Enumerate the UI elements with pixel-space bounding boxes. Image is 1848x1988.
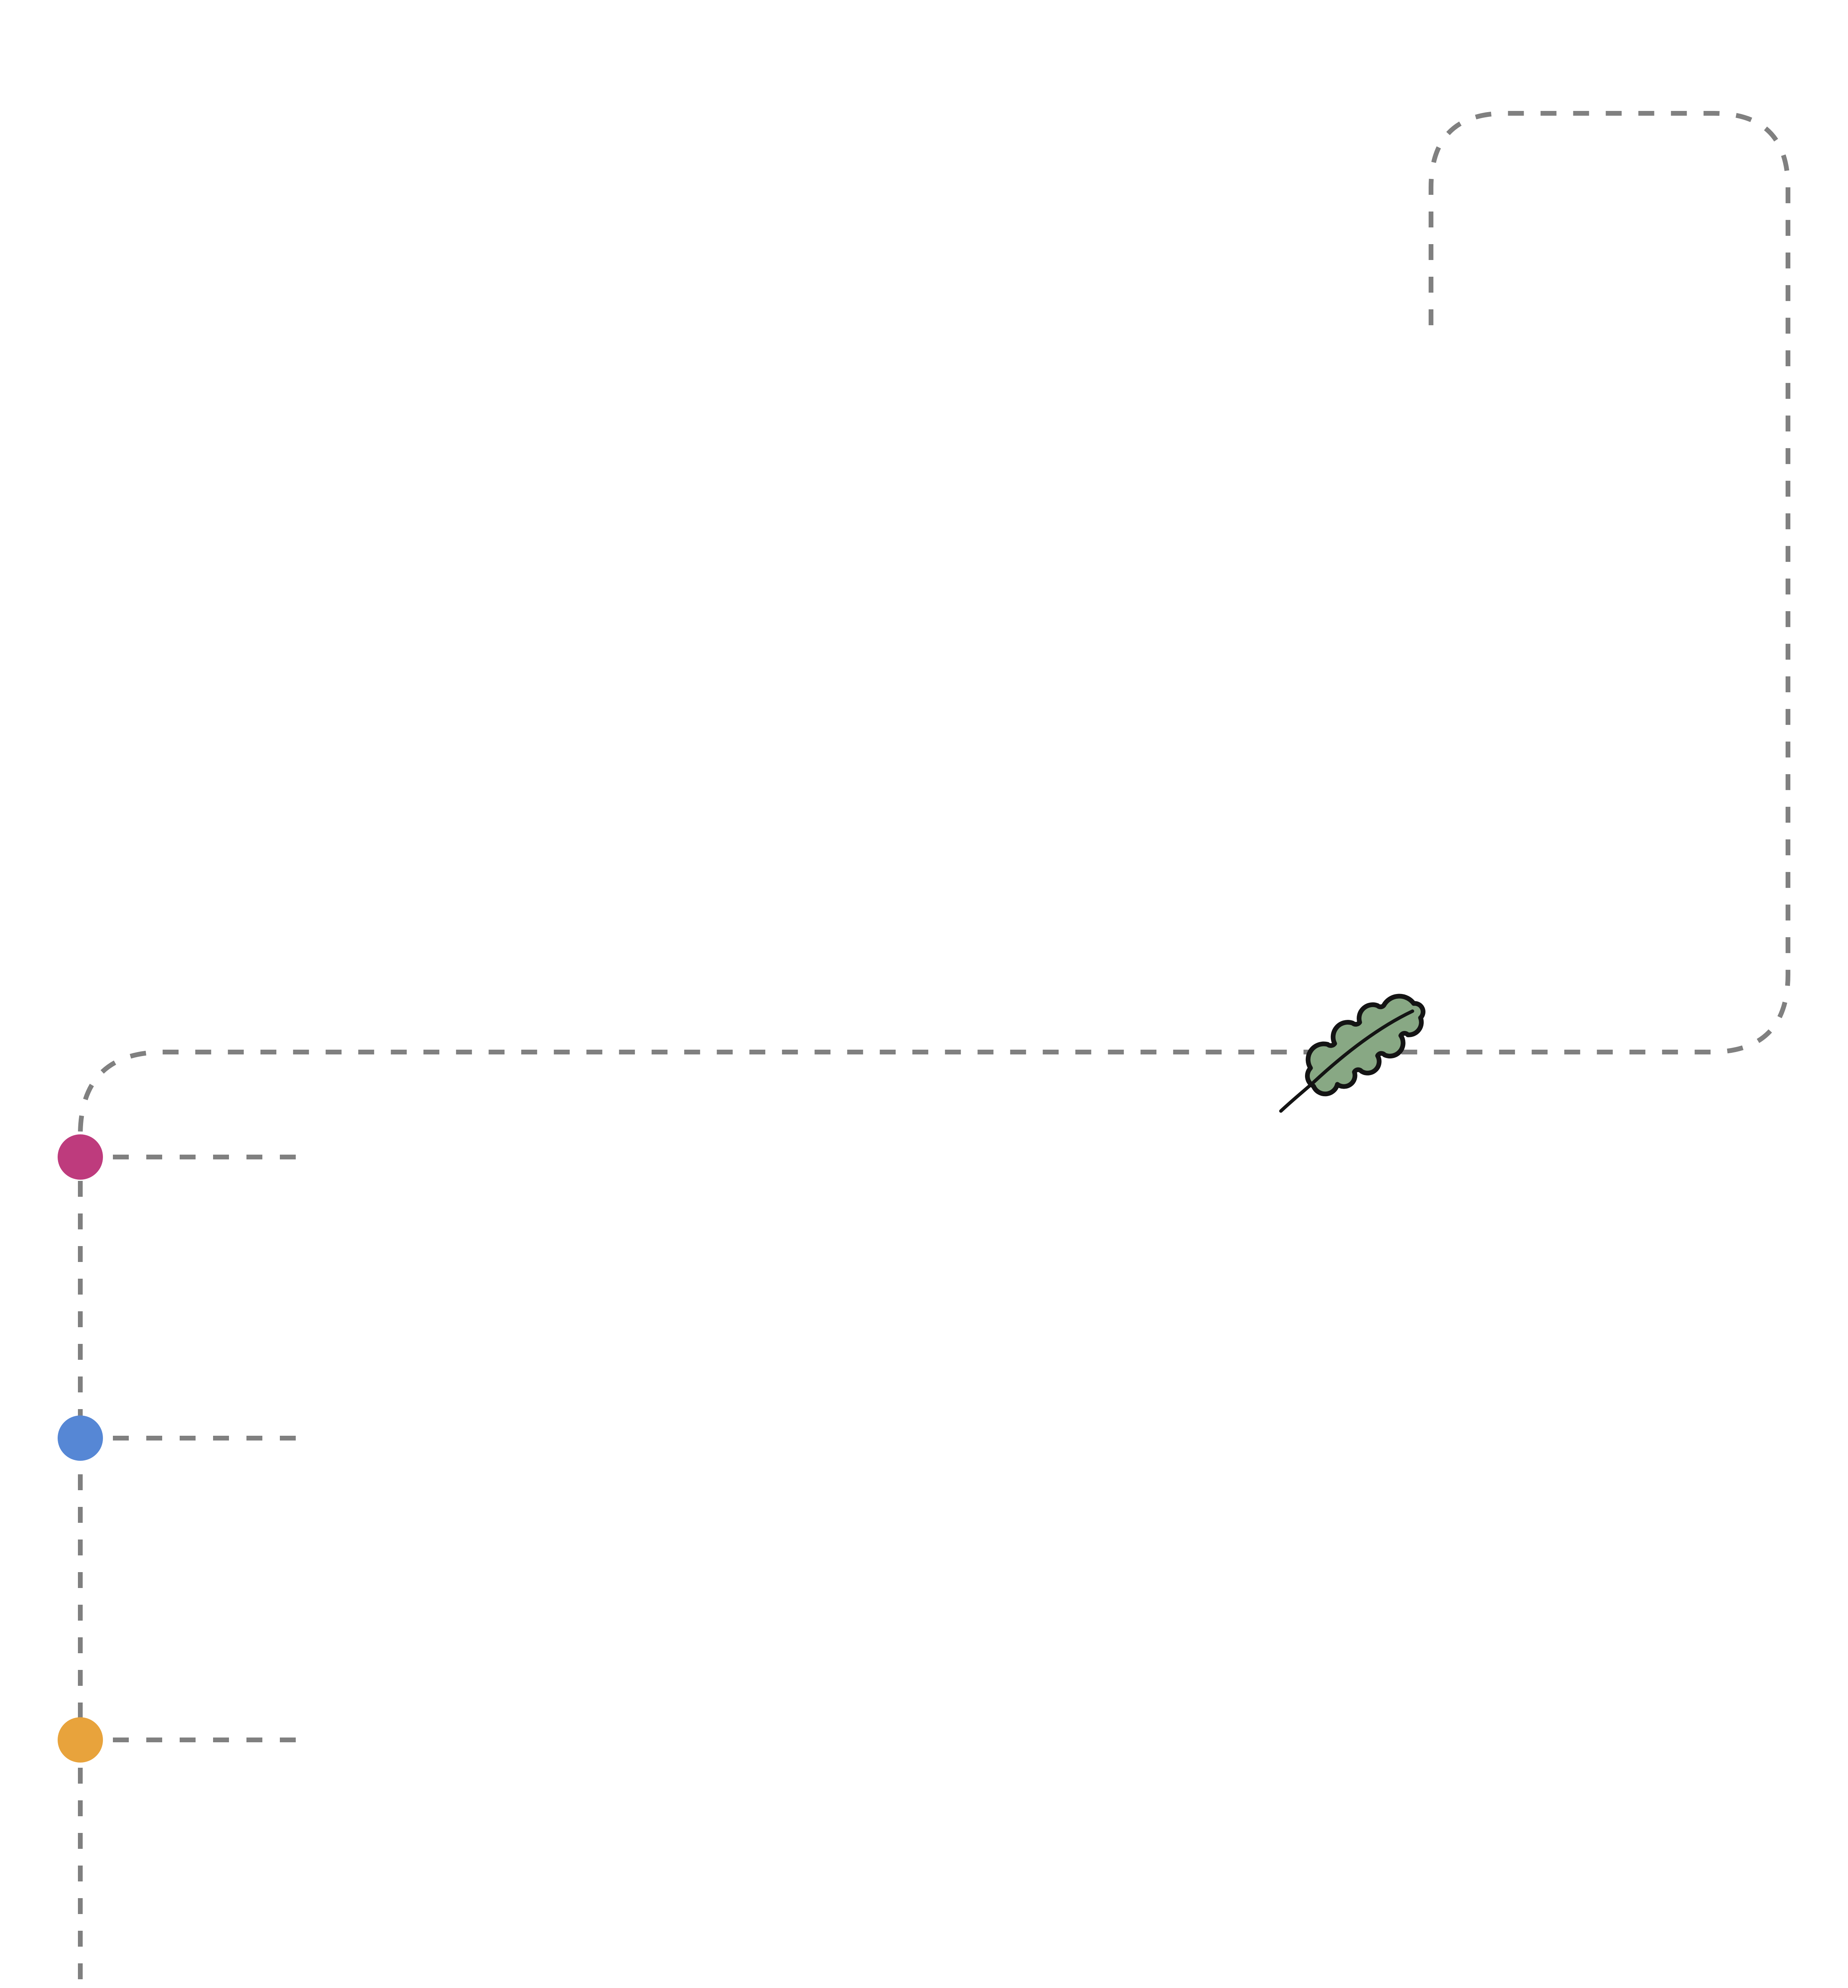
milestone-connectors bbox=[113, 1155, 297, 1742]
oak-leaf-top-icon bbox=[1279, 994, 1425, 1113]
oak-leaf-top-stem-vein bbox=[1279, 1009, 1414, 1113]
milestone-dot-1 bbox=[58, 1134, 103, 1180]
milestone-dot-2 bbox=[58, 1415, 103, 1461]
milestone-dots bbox=[58, 1134, 103, 1763]
milestone-dot-3 bbox=[58, 1717, 103, 1763]
dashed-route-path bbox=[78, 111, 1790, 1988]
oak-leaf-top-blade bbox=[1305, 994, 1425, 1097]
